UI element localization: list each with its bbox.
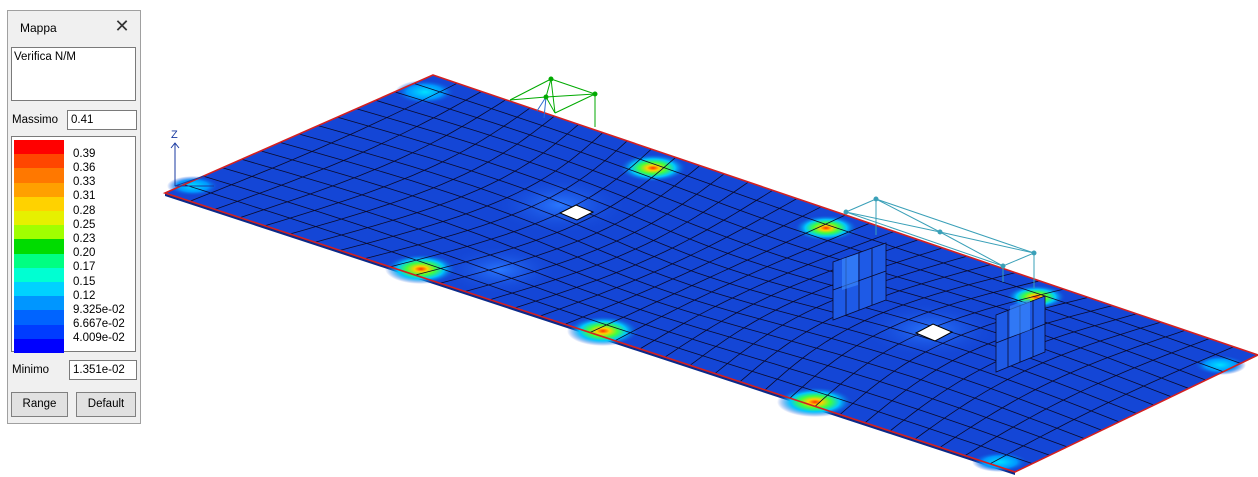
hotspot <box>777 387 853 417</box>
axis-triad <box>170 142 214 187</box>
scale-value: 0.15 <box>73 275 96 288</box>
max-value-field[interactable]: 0.41 <box>67 110 137 130</box>
scale-value: 0.23 <box>73 233 96 245</box>
scale-swatch <box>14 324 64 340</box>
min-label: Minimo <box>12 364 50 376</box>
hotspot <box>1194 355 1246 375</box>
scale-swatch <box>14 182 64 198</box>
scale-value: 4.009e-02 <box>73 332 125 345</box>
panel-titlebar[interactable]: Mappa ✕ <box>8 11 140 43</box>
frame-blue <box>843 196 1037 288</box>
scale-swatch <box>14 168 64 184</box>
wall-right <box>995 295 1046 373</box>
scale-swatch <box>14 267 64 283</box>
hotspot <box>619 154 687 182</box>
hotspot <box>567 316 639 346</box>
mesh-line <box>394 91 1224 373</box>
mesh-line <box>222 167 1068 448</box>
hotspot <box>385 254 457 284</box>
mesh-line <box>375 99 1207 381</box>
scale-swatch <box>14 338 64 354</box>
scale-swatch <box>14 310 64 326</box>
mesh-line <box>260 150 1102 431</box>
range-button[interactable]: Range <box>11 392 68 417</box>
scale-value: 0.12 <box>73 289 96 302</box>
scale-swatch <box>14 140 64 155</box>
wall-left <box>832 242 887 321</box>
scale-value: 0.17 <box>73 261 96 274</box>
scale-value: 0.36 <box>73 162 96 174</box>
model-viewport[interactable]: Z <box>150 0 1258 477</box>
scale-swatch <box>14 239 64 255</box>
scale-value: 0.20 <box>73 247 96 260</box>
hotspot <box>794 215 858 241</box>
scale-swatch <box>14 296 64 311</box>
scale-value: 0.39 <box>73 147 96 160</box>
hotspot <box>395 80 455 104</box>
scale-value: 0.28 <box>73 204 96 217</box>
min-value-field[interactable]: 1.351e-02 <box>69 360 137 380</box>
shade-zone <box>440 245 560 295</box>
mesh-line <box>298 133 1137 414</box>
close-icon[interactable]: ✕ <box>114 16 130 36</box>
scale-value: 6.667e-02 <box>73 318 125 331</box>
scale-swatch <box>14 225 64 240</box>
max-label: Massimo <box>12 114 59 126</box>
slab-opening <box>914 323 954 342</box>
scale-swatch <box>14 211 64 226</box>
mesh-line <box>183 184 1033 464</box>
slab-opening <box>558 204 595 221</box>
scale-swatch <box>14 282 64 297</box>
scale-value: 0.33 <box>73 176 96 189</box>
z-axis-label: Z <box>171 129 178 141</box>
panel-title: Mappa <box>20 21 57 35</box>
mesh-line <box>241 158 1085 439</box>
map-description: Verifica N/M <box>11 47 136 101</box>
slab-outline <box>162 74 1258 473</box>
scale-value: 0.25 <box>73 218 96 231</box>
scale-swatch <box>14 253 64 269</box>
scale-value: 9.325e-02 <box>73 304 125 316</box>
mesh-line <box>203 175 1050 456</box>
scale-swatch <box>14 196 64 212</box>
scale-swatch <box>14 154 64 169</box>
scale-value: 0.31 <box>73 190 96 203</box>
mesh-line <box>279 142 1120 423</box>
slab-plate <box>165 75 1258 472</box>
default-button[interactable]: Default <box>76 392 136 417</box>
mesh-line <box>413 83 1241 364</box>
frame-green <box>509 76 598 127</box>
